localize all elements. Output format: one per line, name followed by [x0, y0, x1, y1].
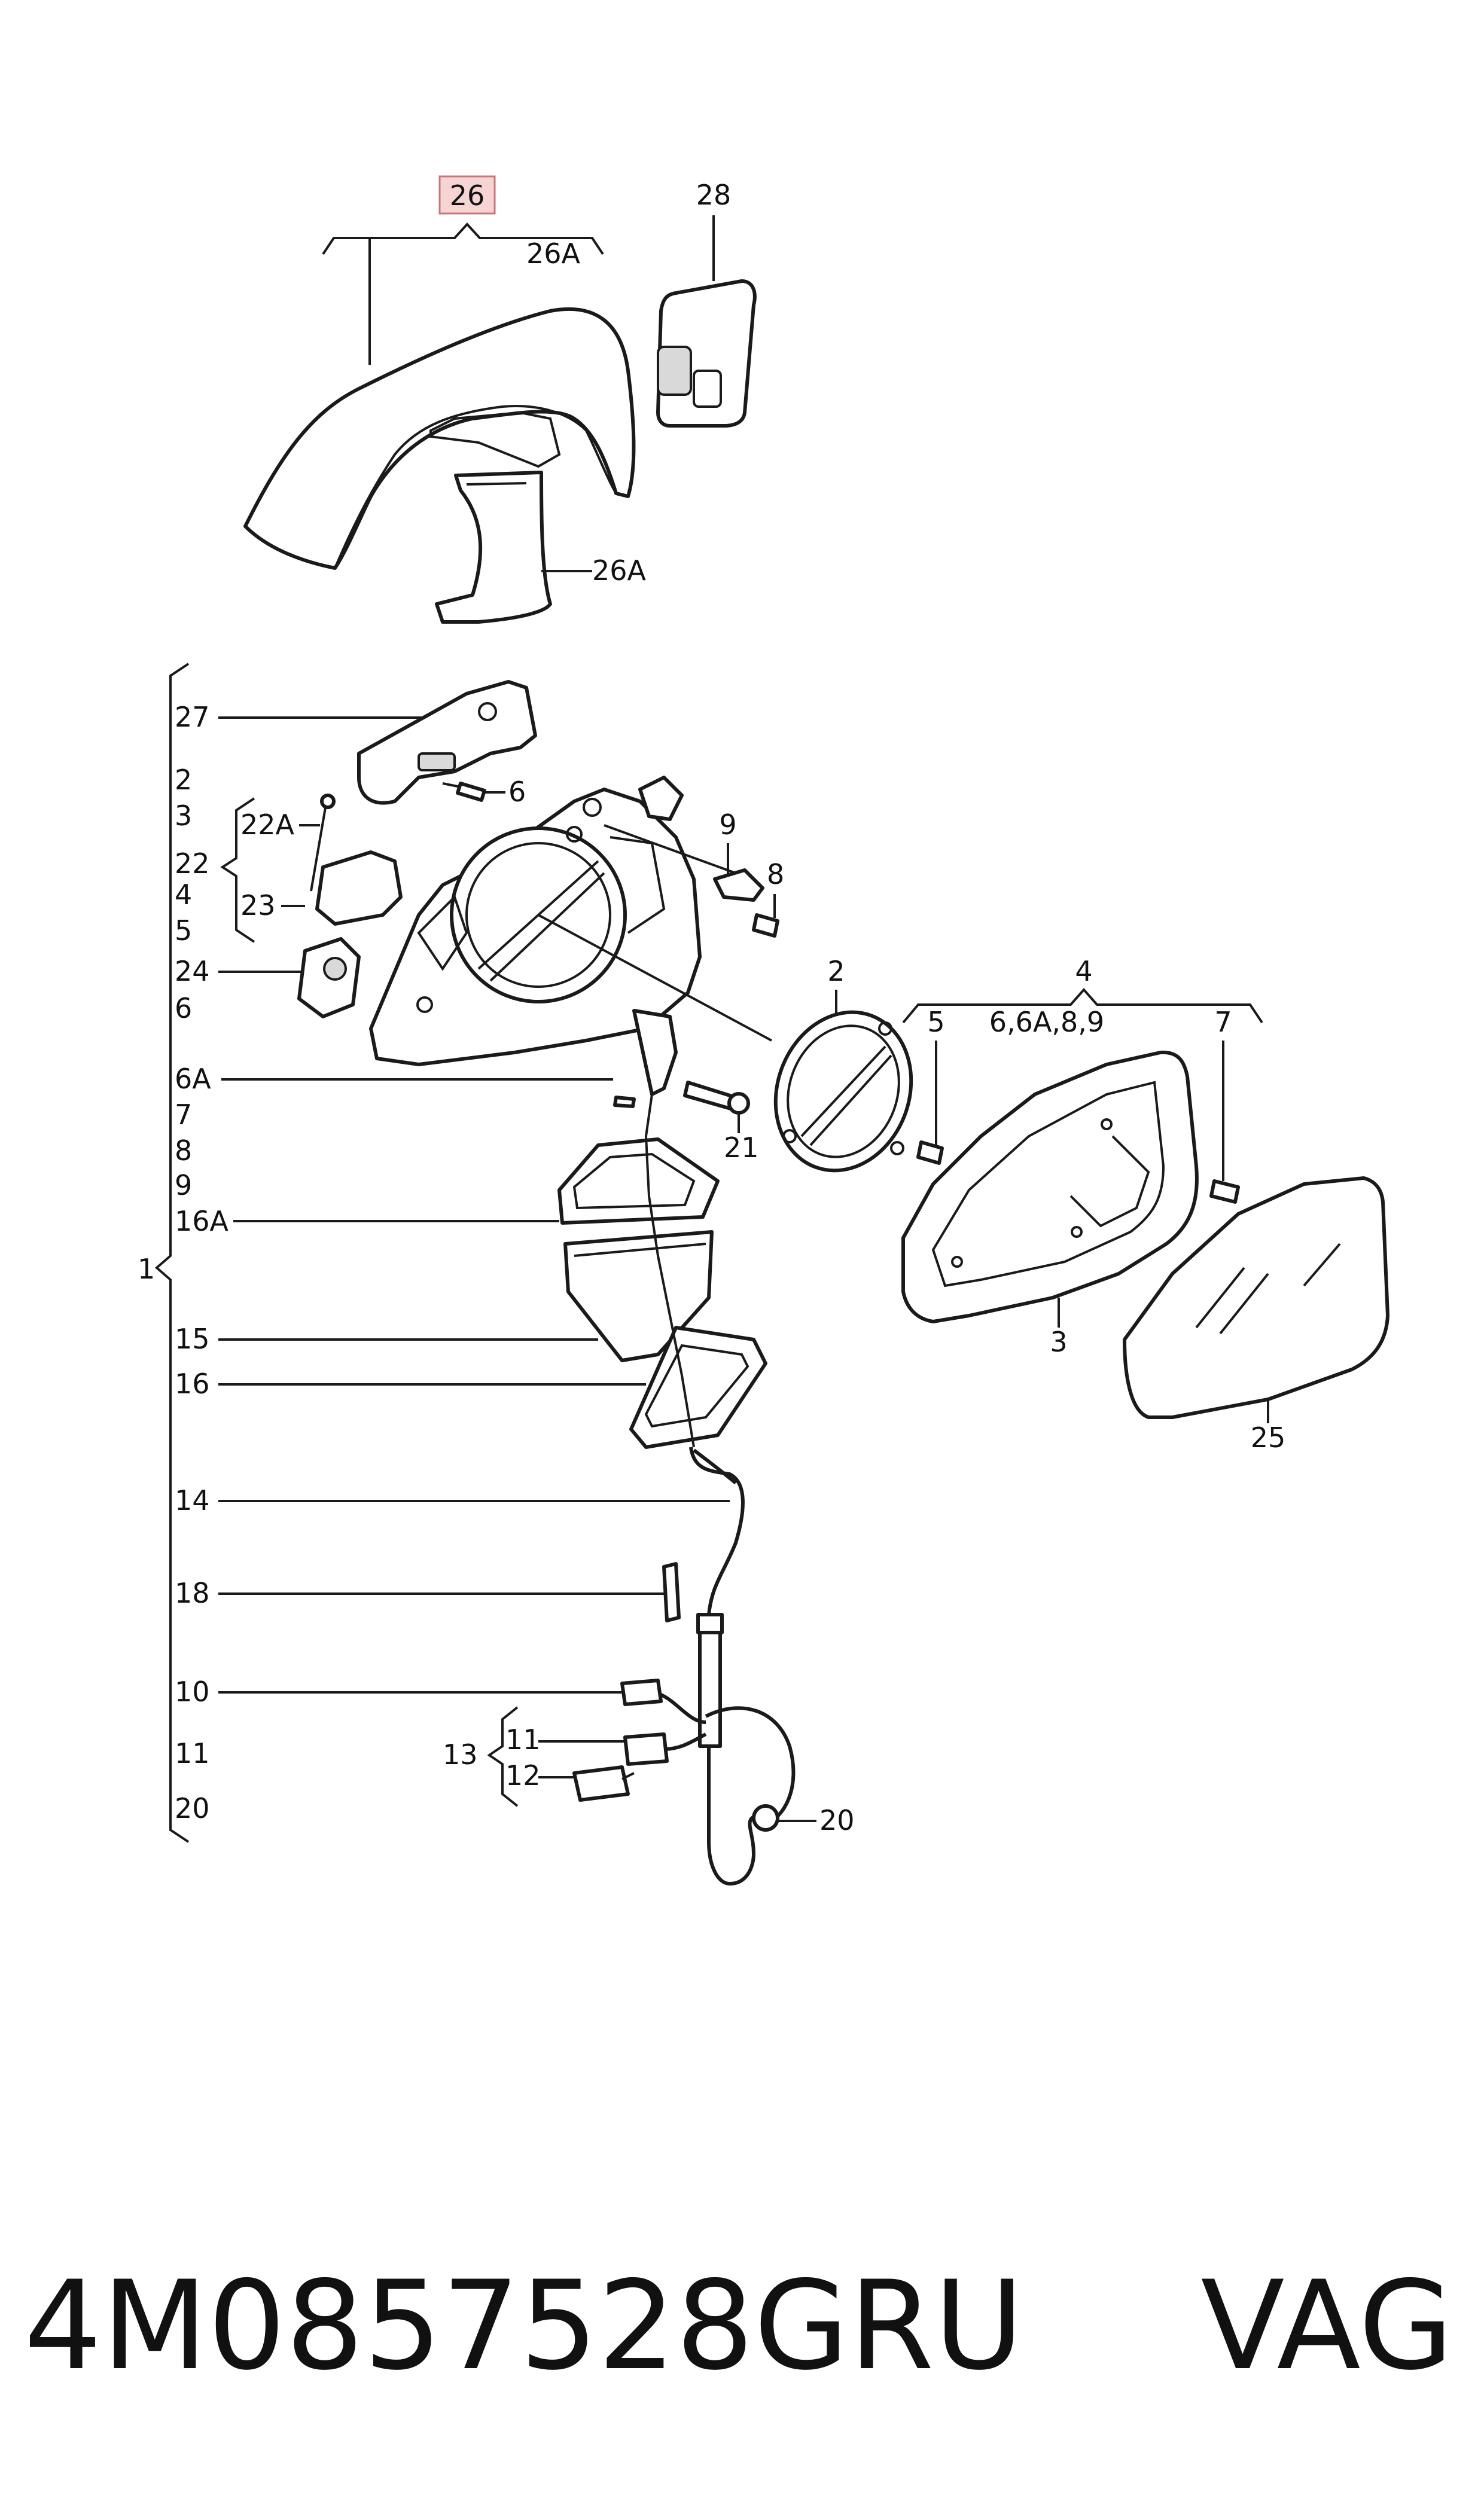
- brand: VAG: [1200, 2255, 1453, 2397]
- label-26: 26: [450, 179, 485, 212]
- label-18: 18: [175, 1577, 210, 1609]
- label-22a: 22A: [240, 809, 295, 841]
- label-7: 7: [175, 1099, 192, 1131]
- label-r4: 4: [1075, 955, 1092, 987]
- label-2: 2: [175, 764, 192, 796]
- bracket-27: 6: [357, 680, 537, 808]
- label-23: 23: [240, 889, 276, 922]
- label-6a: 6A: [175, 1063, 211, 1095]
- glass-carrier-group: 4 5 6,6A,8,9 7 3 25: [901, 955, 1389, 1454]
- label-p2: 2: [827, 955, 845, 987]
- label-r25: 25: [1251, 1421, 1286, 1454]
- mirror-base-assembly: [369, 776, 772, 1066]
- label-5: 5: [175, 914, 192, 947]
- label-6-top: 6: [508, 776, 526, 808]
- label-1: 1: [138, 1253, 155, 1285]
- highlight-box-26: [438, 175, 496, 215]
- left-bracket-list: 1 27 2 3 22 4 5 24 6 6A 7 8 9 16A 15 16 …: [138, 663, 730, 1843]
- wiring-harness: 20: [572, 1447, 855, 1886]
- label-p8: 8: [767, 858, 784, 890]
- footer: 4M0857528GRU VAG: [24, 2249, 1471, 2404]
- label-24: 24: [175, 955, 210, 987]
- label-16a: 16A: [175, 1205, 229, 1237]
- bracket-22: 22A 23: [220, 797, 320, 943]
- label-6: 6: [175, 992, 192, 1024]
- mirror-cap-26: 26 26A 26A: [243, 175, 647, 624]
- label-20b: 20: [819, 1804, 855, 1836]
- label-20: 20: [175, 1792, 210, 1825]
- label-11: 11: [175, 1737, 210, 1770]
- label-26a-top: 26A: [526, 237, 581, 270]
- label-10: 10: [175, 1676, 210, 1708]
- label-4: 4: [175, 878, 192, 911]
- label-13: 13: [443, 1738, 478, 1771]
- label-26a-side: 26A: [592, 554, 647, 587]
- adjuster-disc-2: 2: [773, 955, 913, 1173]
- label-8: 8: [175, 1134, 192, 1167]
- label-r6689: 6,6A,8,9: [989, 1006, 1104, 1038]
- label-3: 3: [175, 800, 192, 832]
- label-r5: 5: [927, 1006, 944, 1038]
- part-number: 4M0857528GRU: [24, 2255, 1024, 2397]
- label-15: 15: [175, 1323, 210, 1355]
- motor-23-24: [297, 794, 403, 1018]
- light-module-28: 28: [656, 179, 757, 428]
- label-12: 12: [505, 1759, 541, 1792]
- label-r3: 3: [1050, 1326, 1067, 1358]
- label-27: 27: [175, 701, 210, 733]
- label-22: 22: [175, 847, 210, 880]
- label-p21: 21: [724, 1131, 759, 1164]
- label-28: 28: [696, 179, 732, 211]
- label-16: 16: [175, 1368, 210, 1400]
- clip-9-8: 9 8: [713, 809, 784, 938]
- label-p9: 9: [719, 809, 736, 841]
- label-11b: 11: [505, 1723, 541, 1756]
- label-9: 9: [175, 1169, 192, 1201]
- boot-grommet: 21: [557, 1009, 767, 1449]
- label-r7: 7: [1214, 1006, 1232, 1038]
- label-14: 14: [175, 1484, 210, 1517]
- bracket-13: 13 11 12: [443, 1706, 625, 1807]
